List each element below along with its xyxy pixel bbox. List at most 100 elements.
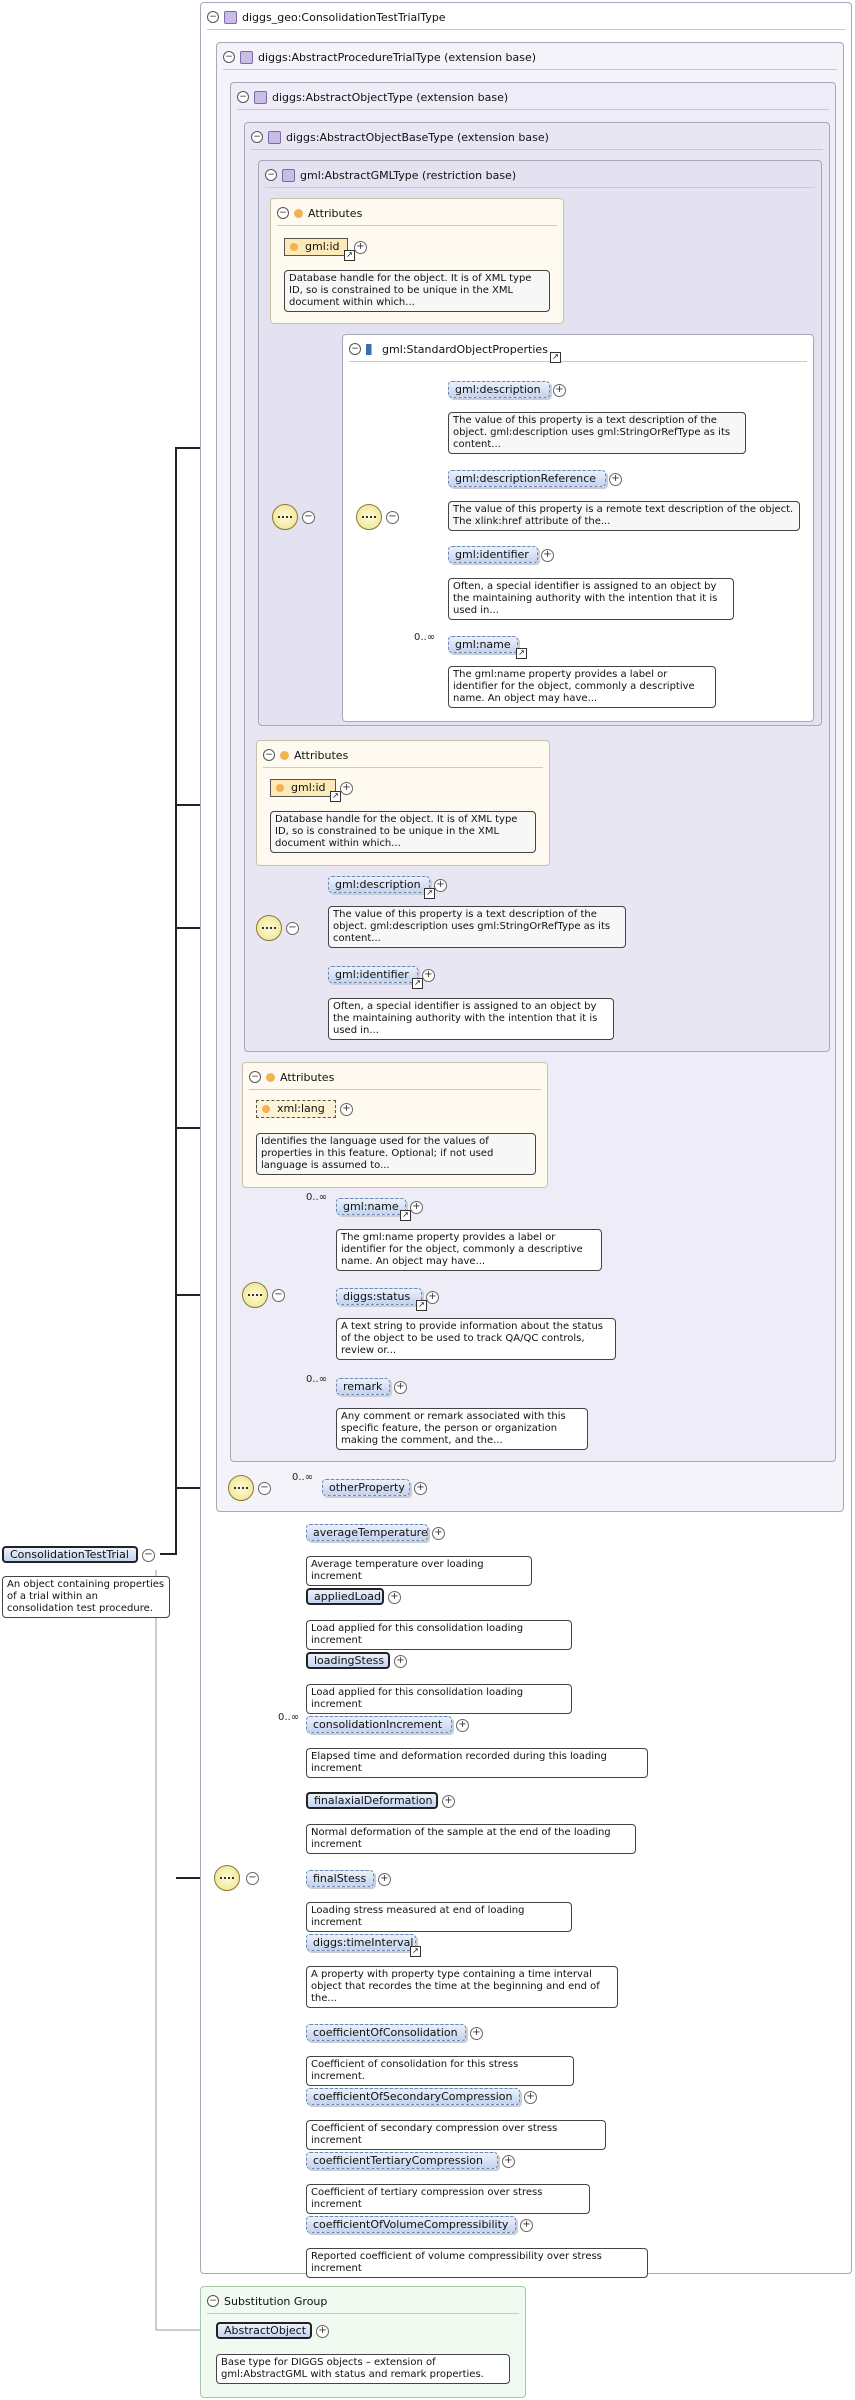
expand-icon[interactable]: + bbox=[434, 879, 447, 892]
expand-icon[interactable]: + bbox=[541, 549, 554, 562]
link-icon[interactable]: ↗ bbox=[412, 978, 423, 989]
element-gml-description-reference[interactable]: gml:descriptionReference bbox=[448, 470, 606, 487]
link-icon[interactable]: ↗ bbox=[400, 1210, 411, 1221]
element-abstract-object[interactable]: AbstractObject bbox=[216, 2322, 312, 2339]
gml-id-attribute[interactable]: gml:id bbox=[284, 238, 348, 256]
expand-icon[interactable]: + bbox=[520, 2219, 533, 2232]
link-icon[interactable]: ↗ bbox=[416, 1300, 427, 1311]
element-gml-name[interactable]: gml:name bbox=[336, 1198, 406, 1215]
expand-icon[interactable]: + bbox=[410, 1201, 423, 1214]
root-toggle[interactable]: − bbox=[142, 1549, 155, 1562]
expand-icon[interactable]: + bbox=[388, 1591, 401, 1604]
sequence-icon bbox=[272, 504, 298, 530]
expand-icon[interactable]: + bbox=[432, 1527, 445, 1540]
cardinality-label: 0..∞ bbox=[306, 1192, 328, 1203]
element-gml-name[interactable]: gml:name bbox=[448, 636, 518, 653]
gml-type-title: −gml:AbstractGMLType (restriction base) bbox=[265, 167, 516, 183]
attribute-icon bbox=[266, 1072, 275, 1082]
collapse-icon[interactable]: − bbox=[207, 11, 219, 23]
expand-icon[interactable]: + bbox=[316, 2325, 329, 2338]
collapse-icon[interactable]: − bbox=[258, 1482, 271, 1495]
link-icon[interactable]: ↗ bbox=[516, 648, 527, 659]
complex-type-icon bbox=[224, 10, 237, 24]
element-doc: Reported coefficient of volume compressi… bbox=[306, 2248, 648, 2278]
expand-icon[interactable]: + bbox=[340, 1103, 353, 1116]
root-element[interactable]: ConsolidationTestTrial bbox=[2, 1546, 138, 1563]
collapse-icon[interactable]: − bbox=[207, 2295, 219, 2307]
expand-icon[interactable]: + bbox=[340, 782, 353, 795]
collapse-icon[interactable]: − bbox=[302, 511, 315, 524]
divider bbox=[251, 149, 823, 150]
collapse-icon[interactable]: − bbox=[272, 1289, 285, 1302]
xml-lang-attribute[interactable]: xml:lang bbox=[256, 1100, 336, 1118]
element-coefficient-tertiary-compression[interactable]: coefficientTertiaryCompression bbox=[306, 2152, 498, 2169]
collapse-icon[interactable]: − bbox=[277, 207, 289, 219]
element-coefficient-of-secondary-compression[interactable]: coefficientOfSecondaryCompression bbox=[306, 2088, 520, 2105]
collapse-icon[interactable]: − bbox=[237, 91, 249, 103]
collapse-icon[interactable]: − bbox=[263, 749, 275, 761]
expand-icon[interactable]: + bbox=[354, 241, 367, 254]
element-diggs-time-interval[interactable]: diggs:timeInterval bbox=[306, 1934, 416, 1951]
collapse-icon[interactable]: − bbox=[251, 131, 263, 143]
element-applied-load[interactable]: appliedLoad bbox=[306, 1588, 384, 1605]
element-other-property[interactable]: otherProperty bbox=[322, 1479, 410, 1496]
base-gml-id-attribute[interactable]: gml:id bbox=[270, 779, 336, 797]
expand-icon[interactable]: + bbox=[414, 1482, 427, 1495]
expand-icon[interactable]: + bbox=[378, 1873, 391, 1886]
expand-icon[interactable]: + bbox=[609, 473, 622, 486]
expand-icon[interactable]: + bbox=[426, 1291, 439, 1304]
collapse-icon[interactable]: − bbox=[265, 169, 277, 181]
element-average-temperature[interactable]: averageTemperature bbox=[306, 1524, 428, 1541]
expand-icon[interactable]: + bbox=[394, 1381, 407, 1394]
expand-icon[interactable]: + bbox=[456, 1719, 469, 1732]
sequence-icon bbox=[214, 1865, 240, 1891]
divider bbox=[237, 109, 829, 110]
collapse-icon[interactable]: − bbox=[223, 51, 235, 63]
divider bbox=[223, 69, 837, 70]
element-coefficient-of-consolidation[interactable]: coefficientOfConsolidation bbox=[306, 2024, 466, 2041]
link-icon[interactable]: ↗ bbox=[424, 888, 435, 899]
collapse-icon[interactable]: − bbox=[249, 1071, 261, 1083]
element-doc: Normal deformation of the sample at the … bbox=[306, 1824, 636, 1854]
link-icon[interactable]: ↗ bbox=[410, 1946, 421, 1957]
procedure-type-title: −diggs:AbstractProcedureTrialType (exten… bbox=[223, 49, 536, 65]
link-icon[interactable]: ↗ bbox=[550, 352, 561, 363]
expand-icon[interactable]: + bbox=[502, 2155, 515, 2168]
collapse-icon[interactable]: − bbox=[286, 922, 299, 935]
element-finalaxial-deformation[interactable]: finalaxialDeformation bbox=[306, 1792, 438, 1809]
expand-icon[interactable]: + bbox=[422, 969, 435, 982]
expand-icon[interactable]: + bbox=[553, 384, 566, 397]
collapse-icon[interactable]: − bbox=[349, 343, 361, 355]
element-doc: Elapsed time and deformation recorded du… bbox=[306, 1748, 648, 1778]
collapse-icon[interactable]: − bbox=[246, 1872, 259, 1885]
expand-icon[interactable]: + bbox=[524, 2091, 537, 2104]
element-diggs-status[interactable]: diggs:status bbox=[336, 1288, 422, 1305]
element-final-stess[interactable]: finalStess bbox=[306, 1870, 374, 1887]
element-consolidation-increment[interactable]: consolidationIncrement bbox=[306, 1716, 452, 1733]
substitution-group-label: Substitution Group bbox=[224, 2294, 328, 2308]
attributes-title: −Attributes bbox=[249, 1069, 334, 1085]
element-doc: Load applied for this consolidation load… bbox=[306, 1620, 572, 1650]
collapse-icon[interactable]: − bbox=[386, 511, 399, 524]
element-gml-identifier[interactable]: gml:identifier bbox=[328, 966, 418, 983]
element-gml-identifier[interactable]: gml:identifier bbox=[448, 546, 538, 563]
element-gml-description[interactable]: gml:description bbox=[328, 876, 430, 893]
element-doc: Any comment or remark associated with th… bbox=[336, 1408, 588, 1450]
element-gml-description[interactable]: gml:description bbox=[448, 381, 550, 398]
element-remark[interactable]: remark bbox=[336, 1378, 390, 1395]
expand-icon[interactable]: + bbox=[442, 1795, 455, 1808]
element-coefficient-of-volume-compressibility[interactable]: coefficientOfVolumeCompressibility bbox=[306, 2216, 516, 2233]
element-doc: Coefficient of consolidation for this st… bbox=[306, 2056, 574, 2086]
divider bbox=[277, 225, 557, 226]
link-icon[interactable]: ↗ bbox=[330, 791, 341, 802]
divider bbox=[265, 187, 815, 188]
expand-icon[interactable]: + bbox=[470, 2027, 483, 2040]
link-icon[interactable]: ↗ bbox=[344, 250, 355, 261]
element-doc: A property with property type containing… bbox=[306, 1966, 618, 2008]
element-loading-stess[interactable]: loadingStess bbox=[306, 1652, 390, 1669]
attributes-label: Attributes bbox=[294, 748, 349, 762]
std-props-label: gml:StandardObjectProperties bbox=[382, 342, 548, 356]
std-props-title: − gml:StandardObjectProperties bbox=[349, 341, 548, 357]
expand-icon[interactable]: + bbox=[394, 1655, 407, 1668]
complex-type-icon bbox=[240, 50, 253, 64]
